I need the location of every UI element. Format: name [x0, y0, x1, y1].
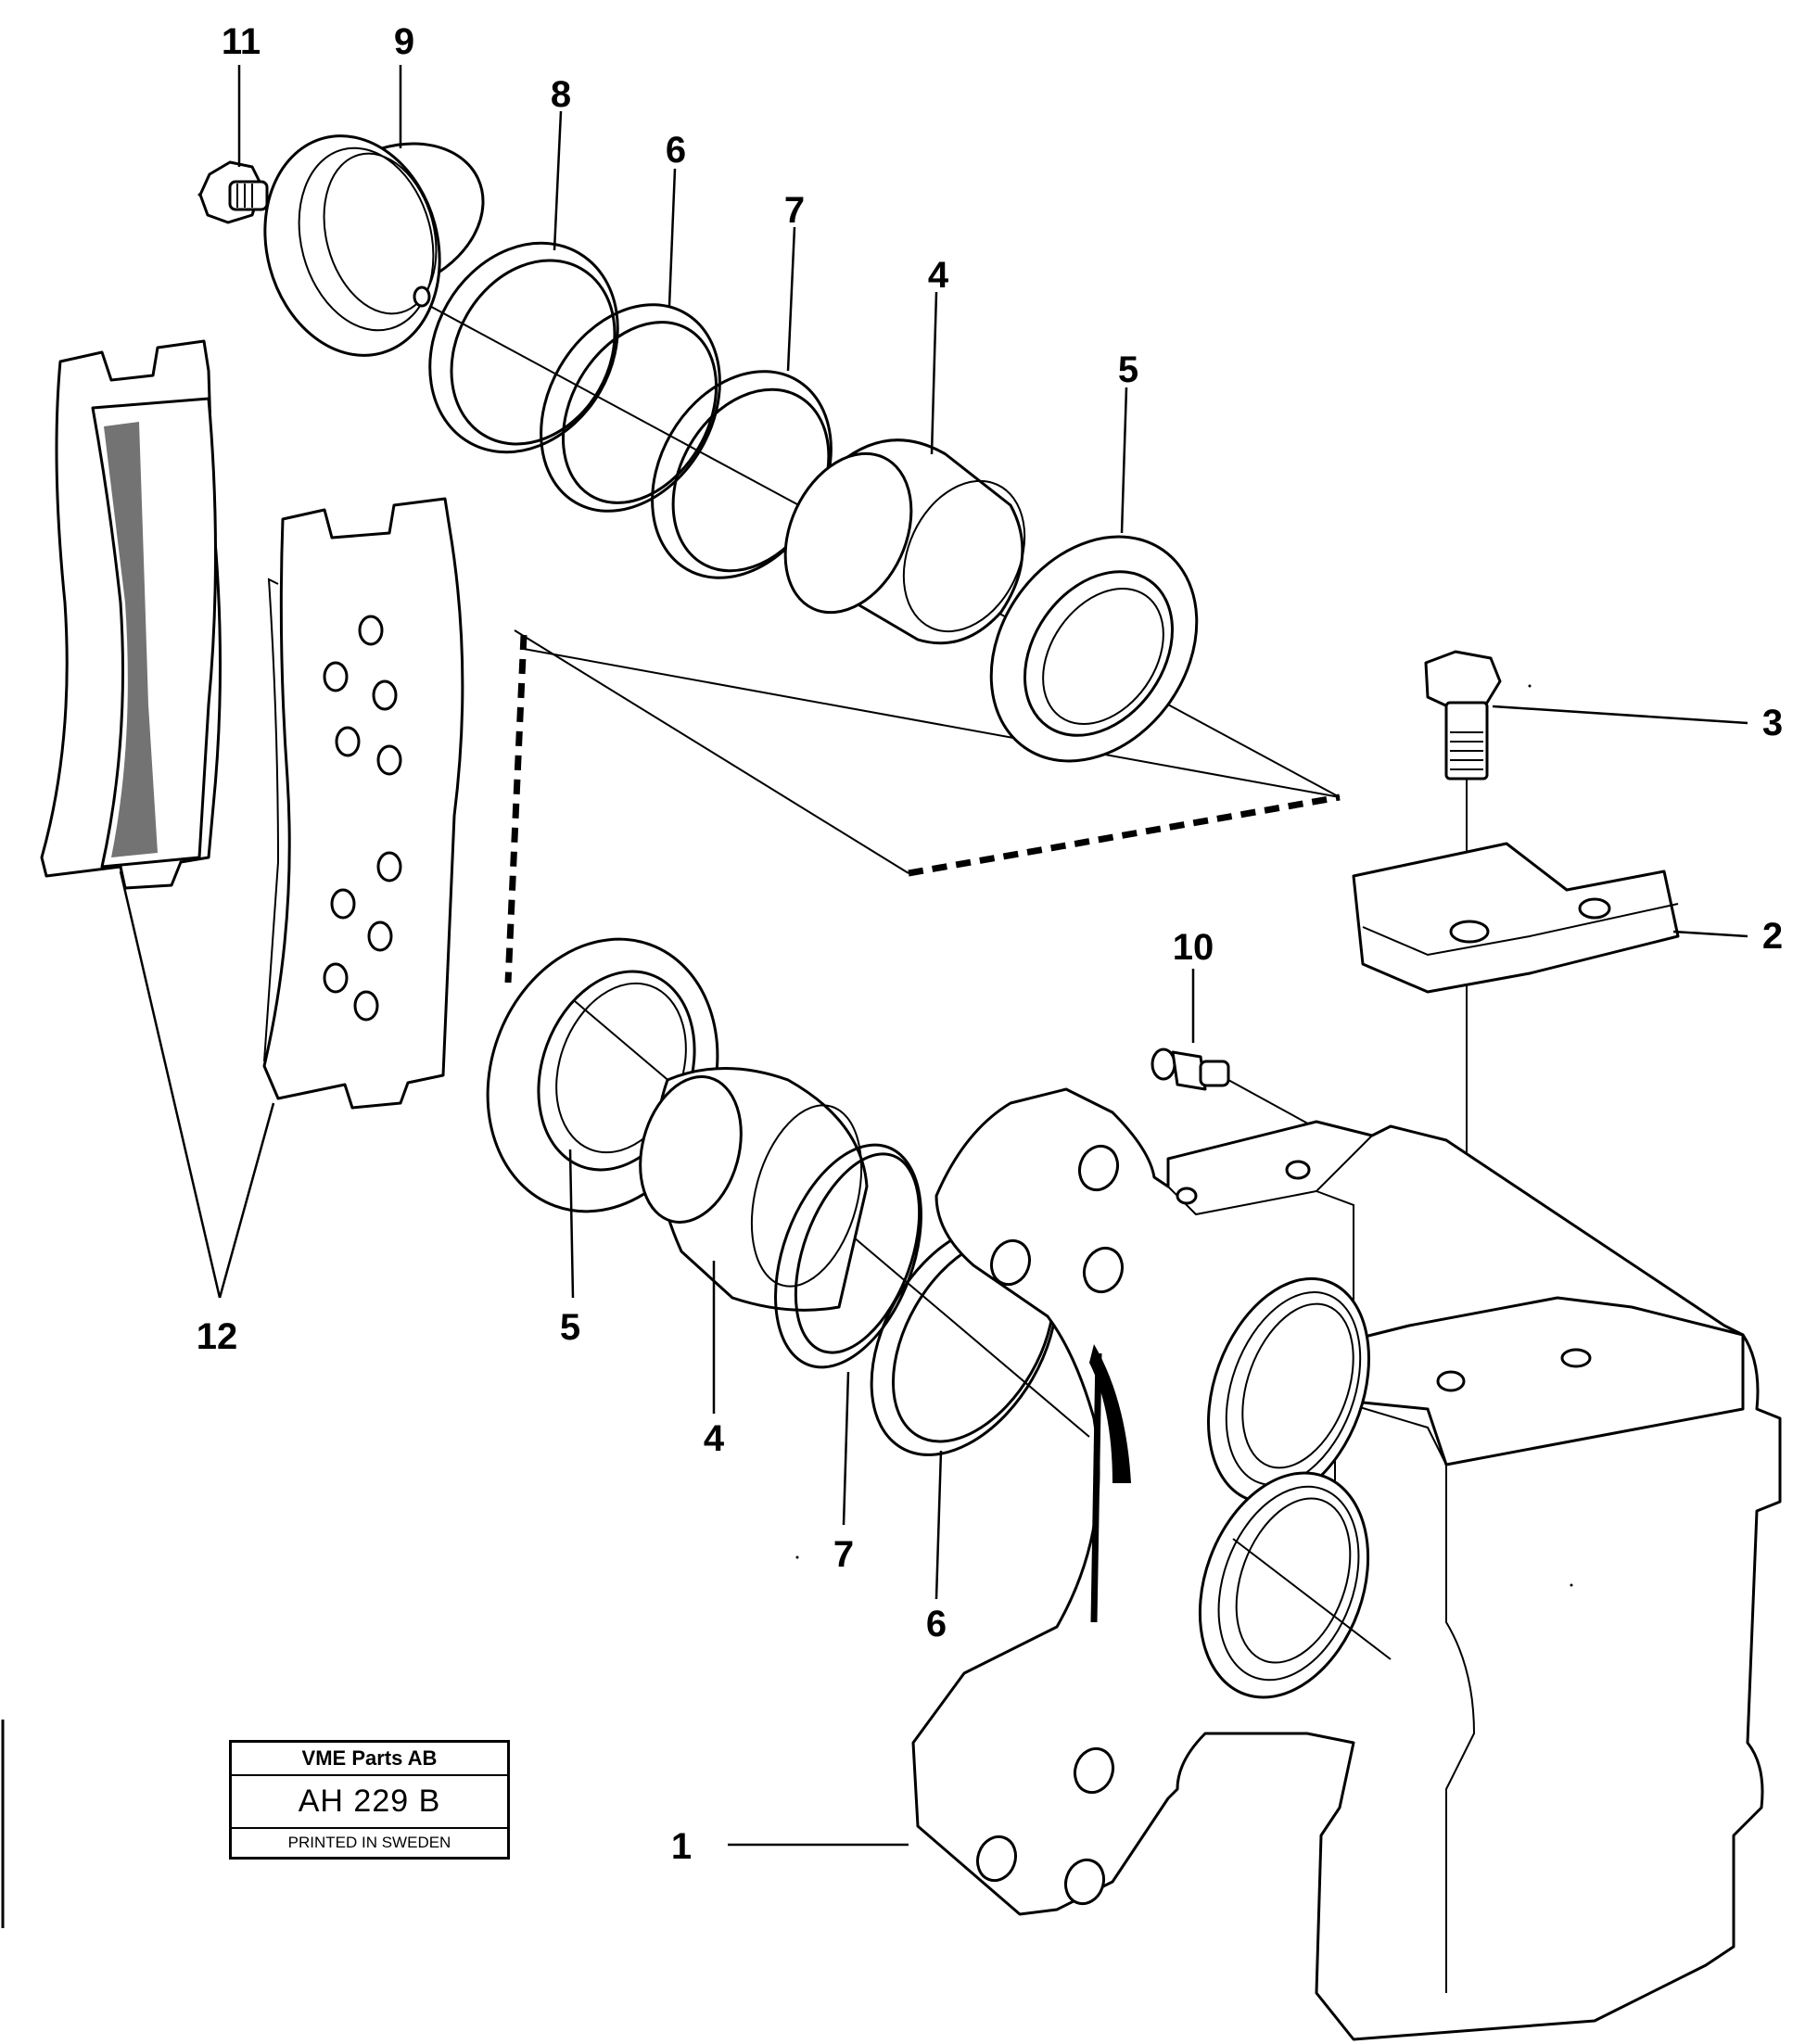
seal-5-upper: [989, 535, 1199, 763]
callout-2: 2: [1762, 916, 1783, 957]
upper-piston-axis: [412, 296, 1341, 984]
callout-1: 1: [671, 1826, 692, 1867]
stamp-printed: PRINTED IN SWEDEN: [287, 1834, 451, 1851]
plug-11: [198, 160, 269, 224]
callout-9: 9: [394, 21, 414, 62]
stamp-company: VME Parts AB: [232, 1743, 507, 1776]
plate-2: [1352, 842, 1680, 994]
ring-6-upper: [540, 303, 721, 513]
callout-11: 11: [222, 21, 261, 62]
title-stamp: VME Parts AB AH 229 B PRINTED IN SWEDEN: [229, 1740, 510, 1860]
callout-6-lower: 6: [926, 1604, 947, 1644]
callout-labels: 1 2 3 4 4 5 5 6 6 7 7 8 9 10 11 12: [197, 21, 1783, 1867]
callout-7-lower: 7: [833, 1534, 854, 1575]
callout-12: 12: [197, 1316, 238, 1357]
leader-lines: [119, 65, 1748, 1847]
caliper-housing-1: [911, 1087, 1782, 2041]
stamp-code: AH 229 B: [232, 1776, 507, 1829]
grease-nipple-10: [1151, 1047, 1373, 1160]
piston-4-upper: [783, 438, 1026, 645]
piston-4-lower: [639, 1067, 869, 1312]
callout-8: 8: [551, 74, 571, 115]
brake-pad-12-front: [262, 497, 464, 1110]
brake-pad-12-rear: [40, 339, 222, 890]
callout-5-lower: 5: [560, 1307, 580, 1348]
callout-7-upper: 7: [784, 190, 805, 231]
callout-3: 3: [1762, 703, 1783, 743]
callout-4-lower: 4: [704, 1418, 725, 1459]
callout-5-upper: 5: [1118, 349, 1138, 390]
cap-9: [263, 134, 485, 357]
callout-10: 10: [1173, 927, 1214, 968]
callout-6-upper: 6: [666, 130, 686, 171]
callout-4-upper: 4: [928, 255, 949, 296]
ring-8: [428, 241, 619, 454]
